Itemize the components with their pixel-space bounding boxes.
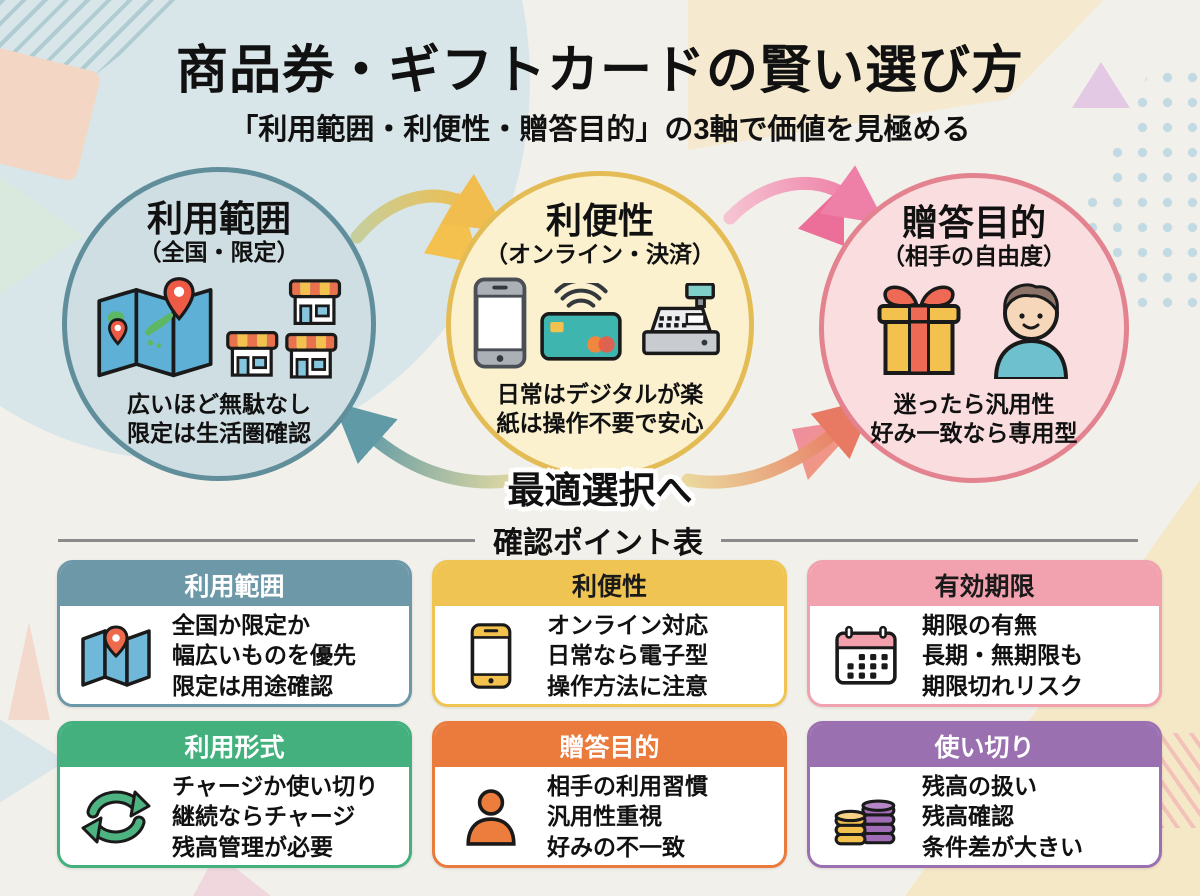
circle-note: 紙は操作不要で安心 — [496, 410, 704, 437]
arrow-convenience-to-gift — [723, 165, 886, 225]
storefront-icon — [225, 277, 345, 384]
card-title: 利用形式 — [60, 724, 409, 767]
card-body: 期限の有無 長期・無期限も 期限切れリスク — [810, 606, 1159, 704]
section-divider: 確認ポイント表 — [58, 518, 1138, 562]
card-lines: 全国か限定か 幅広いものを優先 限定は用途確認 — [172, 612, 356, 699]
card-title: 利便性 — [435, 563, 784, 606]
card-body: 残高の扱い 残高確認 条件差が大きい — [810, 767, 1159, 865]
circle-title: 利用範囲 — [146, 198, 291, 239]
card-title: 使い切り — [810, 724, 1159, 767]
card-body: オンライン対応 日常なら電子型 操作方法に注意 — [435, 606, 784, 704]
circle-note: 日常はデジタルが楽 — [496, 380, 704, 407]
card-usage-range: 利用範囲 全国か限定か 幅広いものを優先 — [57, 560, 412, 707]
optimal-selection-label: 最適選択へ — [507, 470, 693, 511]
arrow-optimal-to-range — [333, 401, 522, 489]
gift-box-icon — [871, 279, 967, 384]
card-usage-format: 利用形式 チャージか使い切り 継続ならチャージ 残高管理が必要 — [57, 721, 412, 868]
card-body: チャージか使い切り 継続ならチャージ 残高管理が必要 — [60, 767, 409, 865]
circle-subtitle: （オンライン・決済） — [485, 241, 715, 268]
contactless-card-icon — [537, 278, 625, 368]
circle-note: 限定は生活圏確認 — [127, 420, 311, 447]
card-gift-purpose: 贈答目的 相手の利用習慣 汎用性重視 好みの不一致 — [432, 721, 787, 868]
circle-gift-purpose: 贈答目的 （相手の自由度） — [819, 173, 1129, 483]
card-lines: オンライン対応 日常なら電子型 操作方法に注意 — [547, 612, 708, 699]
circle-note: 広いほど無駄なし — [127, 390, 311, 417]
folded-map-icon — [76, 625, 156, 687]
circle-icons — [871, 279, 1077, 384]
arrow-optimal-to-gift — [681, 397, 876, 489]
card-title: 有効期限 — [810, 563, 1159, 606]
circle-note: 迷ったら汎用性 — [893, 390, 1055, 417]
card-single-use: 使い切り — [807, 721, 1162, 868]
circle-subtitle: （相手の自由度） — [882, 243, 1066, 270]
card-title: 贈答目的 — [435, 724, 784, 767]
card-body: 全国か限定か 幅広いものを優先 限定は用途確認 — [60, 606, 409, 704]
circle-subtitle: （全国・限定） — [138, 239, 300, 266]
card-convenience: 利便性 オンライン対応 日常なら電子型 操作方法に注意 — [432, 560, 787, 707]
cash-register-icon — [635, 282, 727, 374]
card-lines: 期限の有無 長期・無期限も 期限切れリスク — [922, 612, 1083, 699]
circle-title: 贈答目的 — [901, 202, 1046, 243]
card-lines: 残高の扱い 残高確認 条件差が大きい — [922, 773, 1083, 860]
circle-convenience: 利便性 （オンライン・決済） — [446, 171, 754, 479]
smartphone-icon — [473, 277, 527, 374]
card-expiry: 有効期限 期限の有無 — [807, 560, 1162, 707]
circle-usage-range: 利用範囲 （全国・限定） — [62, 167, 376, 481]
circle-icons — [93, 275, 345, 384]
recycle-arrows-icon — [76, 782, 156, 852]
checklist-heading: 確認ポイント表 — [493, 527, 703, 560]
calendar-icon — [826, 625, 906, 687]
card-body: 相手の利用習慣 汎用性重視 好みの不一致 — [435, 767, 784, 865]
card-title: 利用範囲 — [60, 563, 409, 606]
card-lines: 相手の利用習慣 汎用性重視 好みの不一致 — [547, 773, 708, 860]
circle-icons — [473, 277, 727, 374]
circle-title: 利便性 — [545, 200, 654, 241]
person-icon — [451, 788, 531, 846]
divider-line — [58, 538, 475, 542]
coin-stacks-icon — [826, 786, 906, 848]
page-title: 商品券・ギフトカードの賢い選び方 — [175, 42, 1024, 100]
folded-map-icon — [93, 275, 215, 384]
divider-line — [721, 538, 1138, 542]
smartphone-icon — [451, 622, 531, 689]
page-subtitle: 「利用範囲・利便性・贈答目的」の3軸で価値を見極める — [229, 114, 971, 146]
person-icon — [985, 279, 1077, 384]
circle-note: 好み一致なら専用型 — [870, 420, 1078, 447]
card-lines: チャージか使い切り 継続ならチャージ 残高管理が必要 — [172, 773, 379, 860]
arrow-range-to-convenience — [350, 173, 507, 244]
checklist-grid: 利用範囲 全国か限定か 幅広いものを優先 — [57, 560, 1162, 868]
